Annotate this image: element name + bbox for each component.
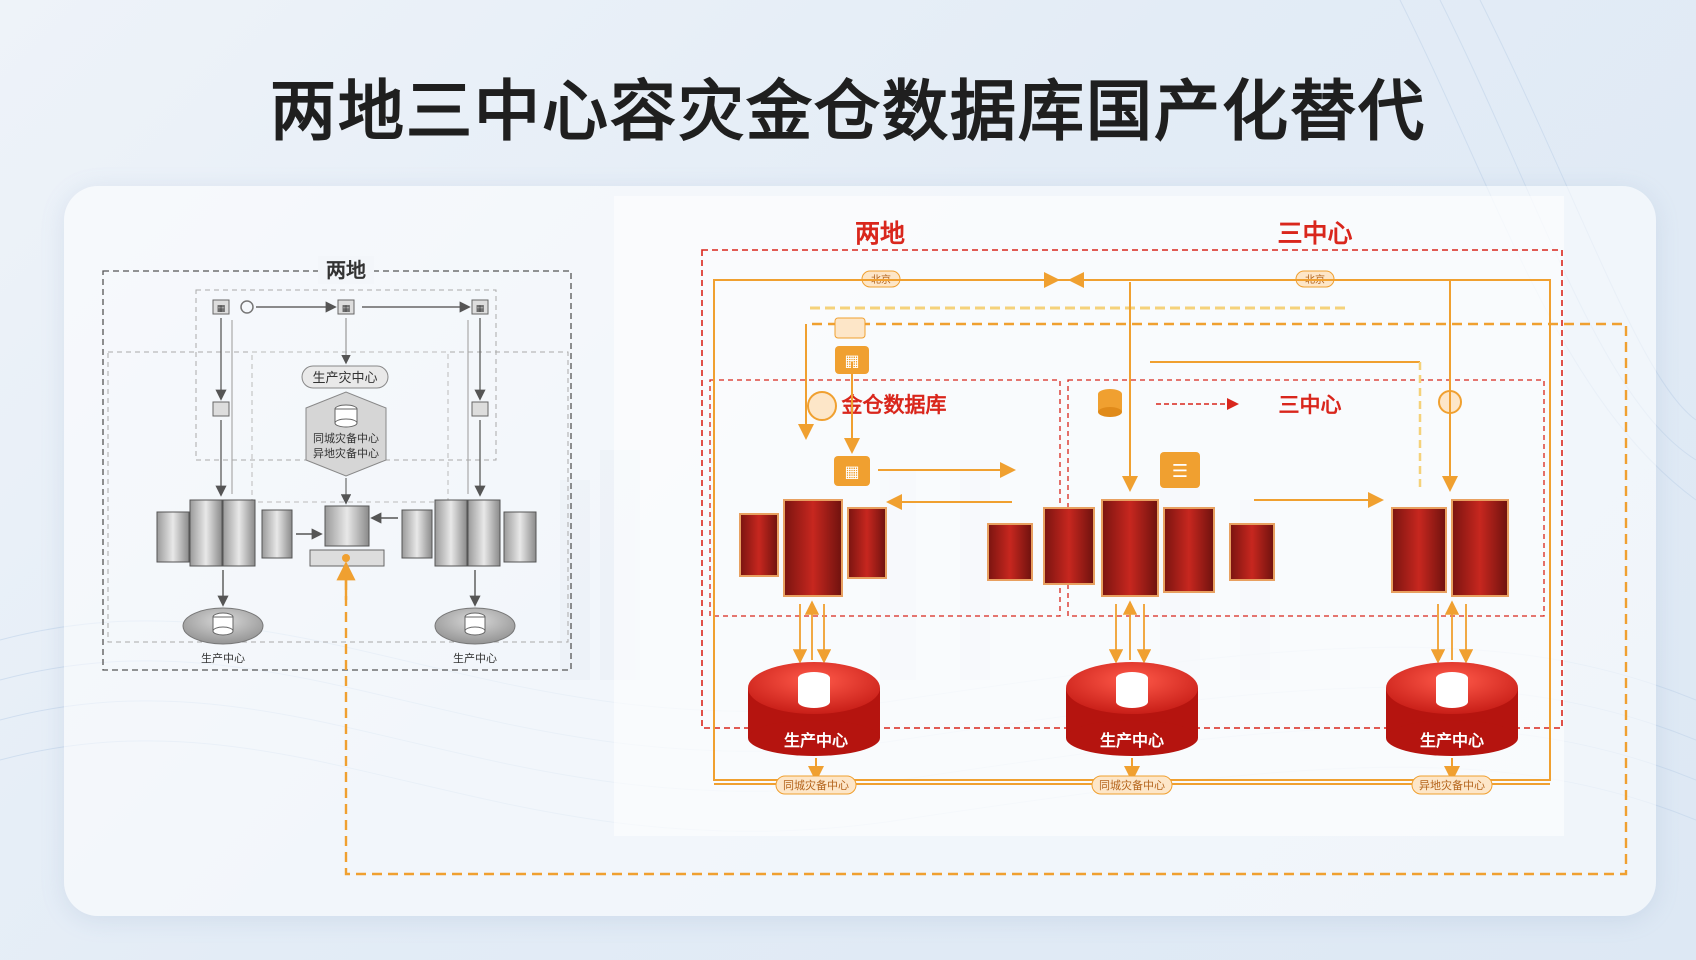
server-rack-icon (261, 509, 293, 559)
server-rack-icon (1451, 499, 1509, 597)
left-prod-db-1 (182, 607, 264, 645)
server-rack-icon (324, 505, 370, 547)
link-icon (240, 300, 254, 314)
left-prod-db-2 (434, 607, 516, 645)
bottom-tag-3 (1411, 775, 1493, 795)
db-label-1: 生产中心 (784, 731, 848, 750)
left-center-switch (309, 505, 385, 567)
database-icon (798, 672, 830, 708)
three-center-label: 三中心 (1279, 393, 1342, 417)
left-server-cluster-1 (156, 499, 293, 567)
server-rack-icon (1163, 507, 1215, 593)
left-side-node-2 (471, 401, 489, 417)
chip-icon (835, 346, 869, 374)
page-title: 两地三中心容灾金仓数据库国产化替代 (270, 73, 1426, 150)
left-region-label-bg (318, 256, 374, 284)
database-icon (464, 612, 486, 636)
right-header-left: 两地 (855, 219, 905, 248)
svg-text:☰: ☰ (1172, 461, 1188, 482)
svg-text:▦: ▦ (844, 351, 859, 370)
bottom-tag-1-text: 同城灾备中心 (783, 778, 849, 792)
chip-icon: ▦ (217, 304, 226, 314)
server-rack-icon (189, 499, 223, 567)
left-server-cluster-2 (401, 499, 537, 567)
left-center-badge (301, 365, 389, 389)
document-icon (1160, 452, 1200, 488)
server-rack-icon (1229, 523, 1275, 581)
global-replication-loop (344, 322, 1628, 876)
server-rack-icon (156, 511, 190, 563)
red-server-cluster-2 (987, 499, 1275, 597)
left-top-node-2: ▦ (337, 299, 355, 315)
database-icon (212, 612, 234, 636)
kingbase-label: 金仓数据库 (841, 393, 947, 417)
db-label-3: 生产中心 (1420, 731, 1484, 750)
right-outer-frame (701, 249, 1563, 729)
left-diagram: 两地 ▦ ▦ ▦ 生产灾中心 (102, 256, 572, 671)
server-rack-icon (467, 499, 501, 567)
right-diagram: 两地 三中心 北京 北京 ▦ 金仓数据库 ▦ (336, 219, 1628, 876)
red-prod-db-3 (1386, 662, 1518, 756)
red-server-cluster-1 (739, 499, 887, 597)
server-rack-icon (1101, 499, 1159, 597)
chip-icon: ▦ (342, 304, 351, 314)
bottom-tag-1 (775, 775, 857, 795)
bottom-tag-3-text: 异地灾备中心 (1419, 778, 1485, 792)
red-prod-db-1 (748, 662, 880, 756)
left-region-label: 两地 (326, 258, 366, 282)
server-rack-icon (739, 513, 779, 577)
server-rack-icon (847, 507, 887, 579)
left-prod-label-1: 生产中心 (201, 651, 245, 665)
three-center-zone-frame (1067, 379, 1545, 617)
left-center-node-text-1: 同城灾备中心 (313, 431, 379, 445)
svg-text:▦: ▦ (844, 462, 859, 481)
left-top-node-3: ▦ (471, 299, 489, 315)
server-rack-icon (1043, 507, 1095, 585)
left-top-node-1: ▦ (212, 299, 230, 315)
database-icon (1116, 672, 1148, 708)
chip-icon (834, 456, 870, 486)
bottom-tag-2 (1091, 775, 1173, 795)
server-rack-icon (503, 511, 537, 563)
server-rack-icon (222, 499, 256, 567)
bottom-tag-2-text: 同城灾备中心 (1099, 778, 1165, 792)
right-header-right: 三中心 (1277, 219, 1352, 248)
db-label-2: 生产中心 (1100, 731, 1164, 750)
red-server-cluster-3 (1391, 499, 1509, 597)
left-center-node-text-2: 异地灾备中心 (313, 446, 379, 460)
server-rack-icon (1391, 507, 1447, 593)
kingbase-zone-frame (709, 379, 1061, 617)
red-prod-db-2 (1066, 662, 1198, 756)
database-icon (334, 404, 358, 428)
database-icon (1436, 672, 1468, 708)
left-center-label: 生产灾中心 (312, 370, 377, 386)
three-center-db-icon (1098, 389, 1122, 417)
server-rack-icon (434, 499, 468, 567)
chip-icon: ▦ (476, 304, 485, 314)
left-center-node (305, 391, 387, 477)
server-rack-icon (783, 499, 843, 597)
left-side-node-1 (212, 401, 230, 417)
kingbase-top-chip (834, 317, 866, 339)
server-rack-icon (987, 523, 1033, 581)
link-icon (807, 391, 837, 421)
server-rack-icon (401, 509, 433, 559)
left-prod-label-2: 生产中心 (453, 651, 497, 665)
